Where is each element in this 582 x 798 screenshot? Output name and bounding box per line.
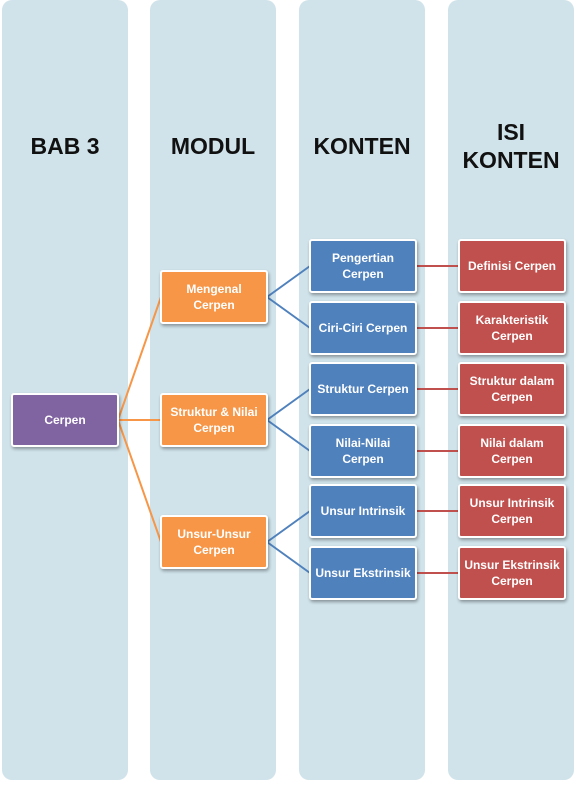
column-title-konten: KONTEN bbox=[313, 133, 411, 159]
node-detail-unsur-ekstrinsik-cerpen[interactable]: Unsur Ekstrinsik Cerpen bbox=[458, 546, 566, 600]
node-module-struktur-nilai-cerpen[interactable]: Struktur & Nilai Cerpen bbox=[160, 393, 268, 447]
node-detail-struktur-dalam-cerpen[interactable]: Struktur dalam Cerpen bbox=[458, 362, 566, 416]
node-detail-definisi-cerpen[interactable]: Definisi Cerpen bbox=[458, 239, 566, 293]
node-module-mengenal-cerpen[interactable]: Mengenal Cerpen bbox=[160, 270, 268, 324]
column-modul: MODUL bbox=[150, 0, 276, 780]
node-detail-nilai-dalam-cerpen[interactable]: Nilai dalam Cerpen bbox=[458, 424, 566, 478]
column-bab: BAB 3 bbox=[2, 0, 128, 780]
node-detail-karakteristik-cerpen[interactable]: Karakteristik Cerpen bbox=[458, 301, 566, 355]
node-detail-unsur-intrinsik-cerpen[interactable]: Unsur Intrinsik Cerpen bbox=[458, 484, 566, 538]
link-module-3-content-6 bbox=[266, 541, 311, 574]
link-root-module-3 bbox=[117, 419, 162, 543]
link-module-1-content-2 bbox=[266, 296, 311, 329]
column-title-bab: BAB 3 bbox=[30, 133, 100, 159]
node-content-nilai-nilai-cerpen[interactable]: Nilai-Nilai Cerpen bbox=[309, 424, 417, 478]
link-module-2-content-3 bbox=[266, 388, 311, 421]
link-module-2-content-4 bbox=[266, 419, 311, 452]
node-content-unsur-intrinsik[interactable]: Unsur Intrinsik bbox=[309, 484, 417, 538]
node-content-struktur-cerpen[interactable]: Struktur Cerpen bbox=[309, 362, 417, 416]
node-cerpen[interactable]: Cerpen bbox=[11, 393, 119, 447]
link-module-3-content-5 bbox=[266, 510, 311, 543]
link-module-1-content-1 bbox=[266, 265, 311, 298]
node-content-pengertian-cerpen[interactable]: Pengertian Cerpen bbox=[309, 239, 417, 293]
link-root-module-1 bbox=[117, 296, 162, 421]
node-content-ciri-ciri-cerpen[interactable]: Ciri-Ciri Cerpen bbox=[309, 301, 417, 355]
column-title-isi-konten: ISI KONTEN bbox=[462, 119, 560, 173]
node-module-unsur-unsur-cerpen[interactable]: Unsur-Unsur Cerpen bbox=[160, 515, 268, 569]
column-title-modul: MODUL bbox=[170, 133, 256, 159]
node-content-unsur-ekstrinsik[interactable]: Unsur Ekstrinsik bbox=[309, 546, 417, 600]
